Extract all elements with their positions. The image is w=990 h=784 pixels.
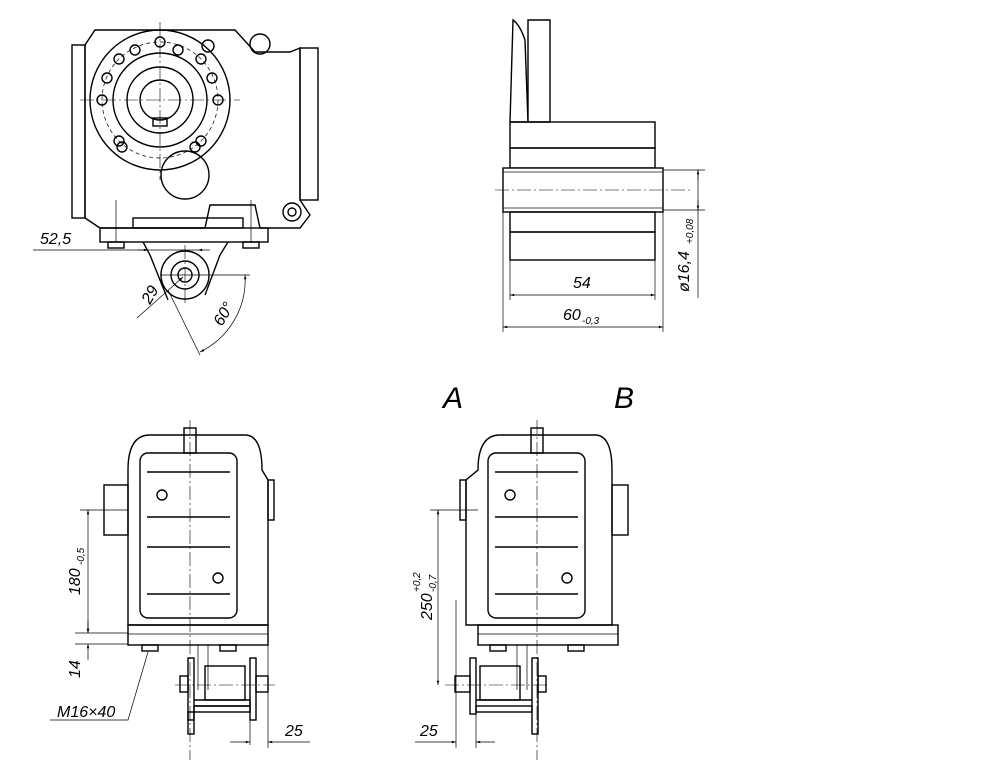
view-label-a: A bbox=[441, 382, 463, 415]
dim-offset-25-a: 25 bbox=[284, 723, 303, 740]
dim-radius-29: 29 bbox=[138, 283, 162, 308]
dim-diameter: ø16,4 bbox=[676, 251, 693, 292]
dim-length-60-tolerance: -0,3 bbox=[582, 316, 600, 327]
gearbox-front-view: 52,5 29 60° bbox=[33, 22, 319, 356]
dim-height-250-tolerance-lower: -0,7 bbox=[428, 574, 439, 592]
view-label-b: B bbox=[614, 382, 634, 415]
dim-angle-60: 60° bbox=[211, 299, 238, 329]
dim-height-180: 180 bbox=[67, 568, 84, 595]
view-a: 180 -0,5 14 M16×40 25 bbox=[50, 420, 310, 760]
bolt-callout: M16×40 bbox=[57, 704, 115, 721]
view-b: 250 +0,2 -0,7 25 bbox=[412, 420, 629, 760]
dim-offset-25-b: 25 bbox=[419, 723, 438, 740]
bushing-section-view: 54 60 -0,3 ø16,4 +0,08 bbox=[495, 18, 705, 332]
dim-length-54: 54 bbox=[573, 275, 591, 292]
dim-height-250: 250 bbox=[419, 593, 436, 621]
dim-length-60: 60 bbox=[563, 307, 581, 324]
dim-plate-14: 14 bbox=[67, 660, 84, 678]
dim-height-250-tolerance-upper: +0,2 bbox=[412, 572, 423, 592]
dim-offset-52-5: 52,5 bbox=[40, 231, 71, 248]
dim-diameter-tolerance: +0,08 bbox=[685, 218, 696, 244]
dim-height-180-tolerance: -0,5 bbox=[76, 547, 87, 565]
